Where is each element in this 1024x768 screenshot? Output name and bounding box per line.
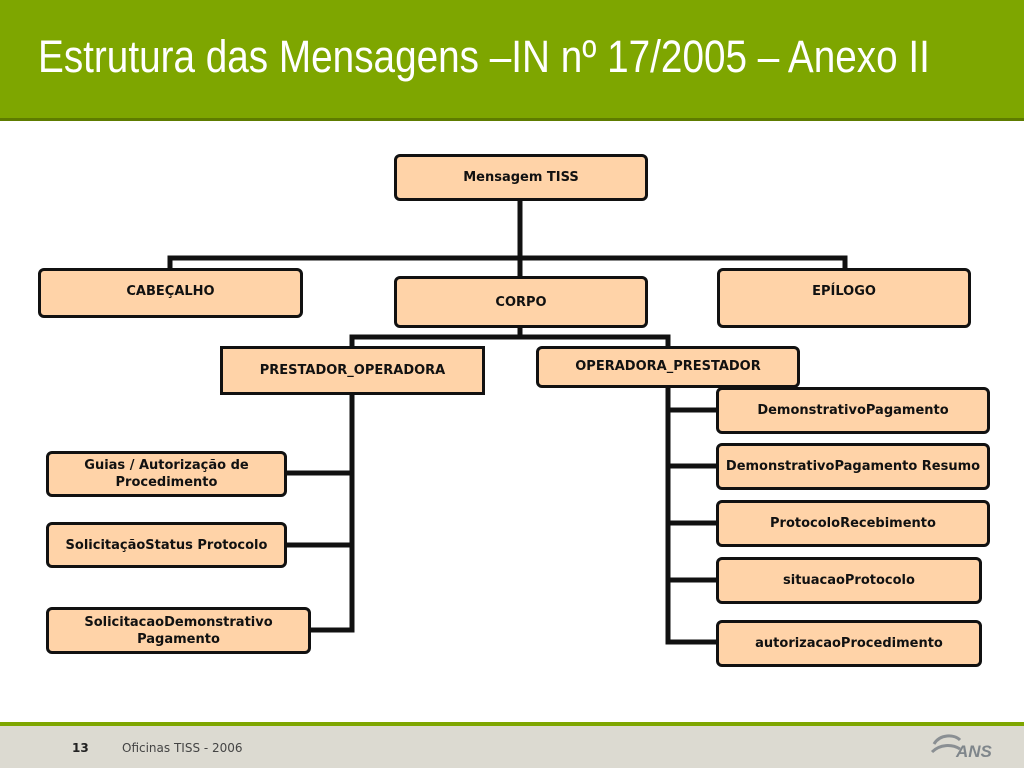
node-situacao-protocolo: situacaoProtocolo (716, 557, 982, 604)
title-bar (0, 0, 1024, 118)
node-corpo: CORPO (394, 276, 648, 328)
footer-rule (0, 722, 1024, 726)
node-mensagem-tiss: Mensagem TISS (394, 154, 648, 201)
title-bar-rule (0, 118, 1024, 121)
node-demonstrativo-pagamento: DemonstrativoPagamento (716, 387, 990, 434)
ans-logo-icon: ANS (930, 734, 993, 761)
page-number: 13 (72, 741, 89, 755)
footer-bar (0, 726, 1024, 768)
logo-text: ANS (955, 742, 993, 761)
node-cabecalho: CABEÇALHO (38, 268, 303, 318)
node-demonstrativo-pagamento-resumo: DemonstrativoPagamento Resumo (716, 443, 990, 490)
footer-text: Oficinas TISS - 2006 (122, 741, 243, 755)
node-solicitacao-demonstrativo-pagamento: SolicitacaoDemonstrativo Pagamento (46, 607, 311, 654)
slide-title: Estrutura das Mensagens –IN nº 17/2005 –… (38, 31, 930, 82)
node-operadora-prestador: OPERADORA_PRESTADOR (536, 346, 800, 388)
node-prestador-operadora: PRESTADOR_OPERADORA (220, 346, 485, 395)
node-protocolo-recebimento: ProtocoloRecebimento (716, 500, 990, 547)
node-epilogo: EPÍLOGO (717, 268, 971, 328)
node-solicitacao-status-protocolo: SolicitaçãoStatus Protocolo (46, 522, 287, 568)
node-autorizacao-procedimento: autorizacaoProcedimento (716, 620, 982, 667)
node-guias-autorizacao: Guias / Autorização de Procedimento (46, 451, 287, 497)
